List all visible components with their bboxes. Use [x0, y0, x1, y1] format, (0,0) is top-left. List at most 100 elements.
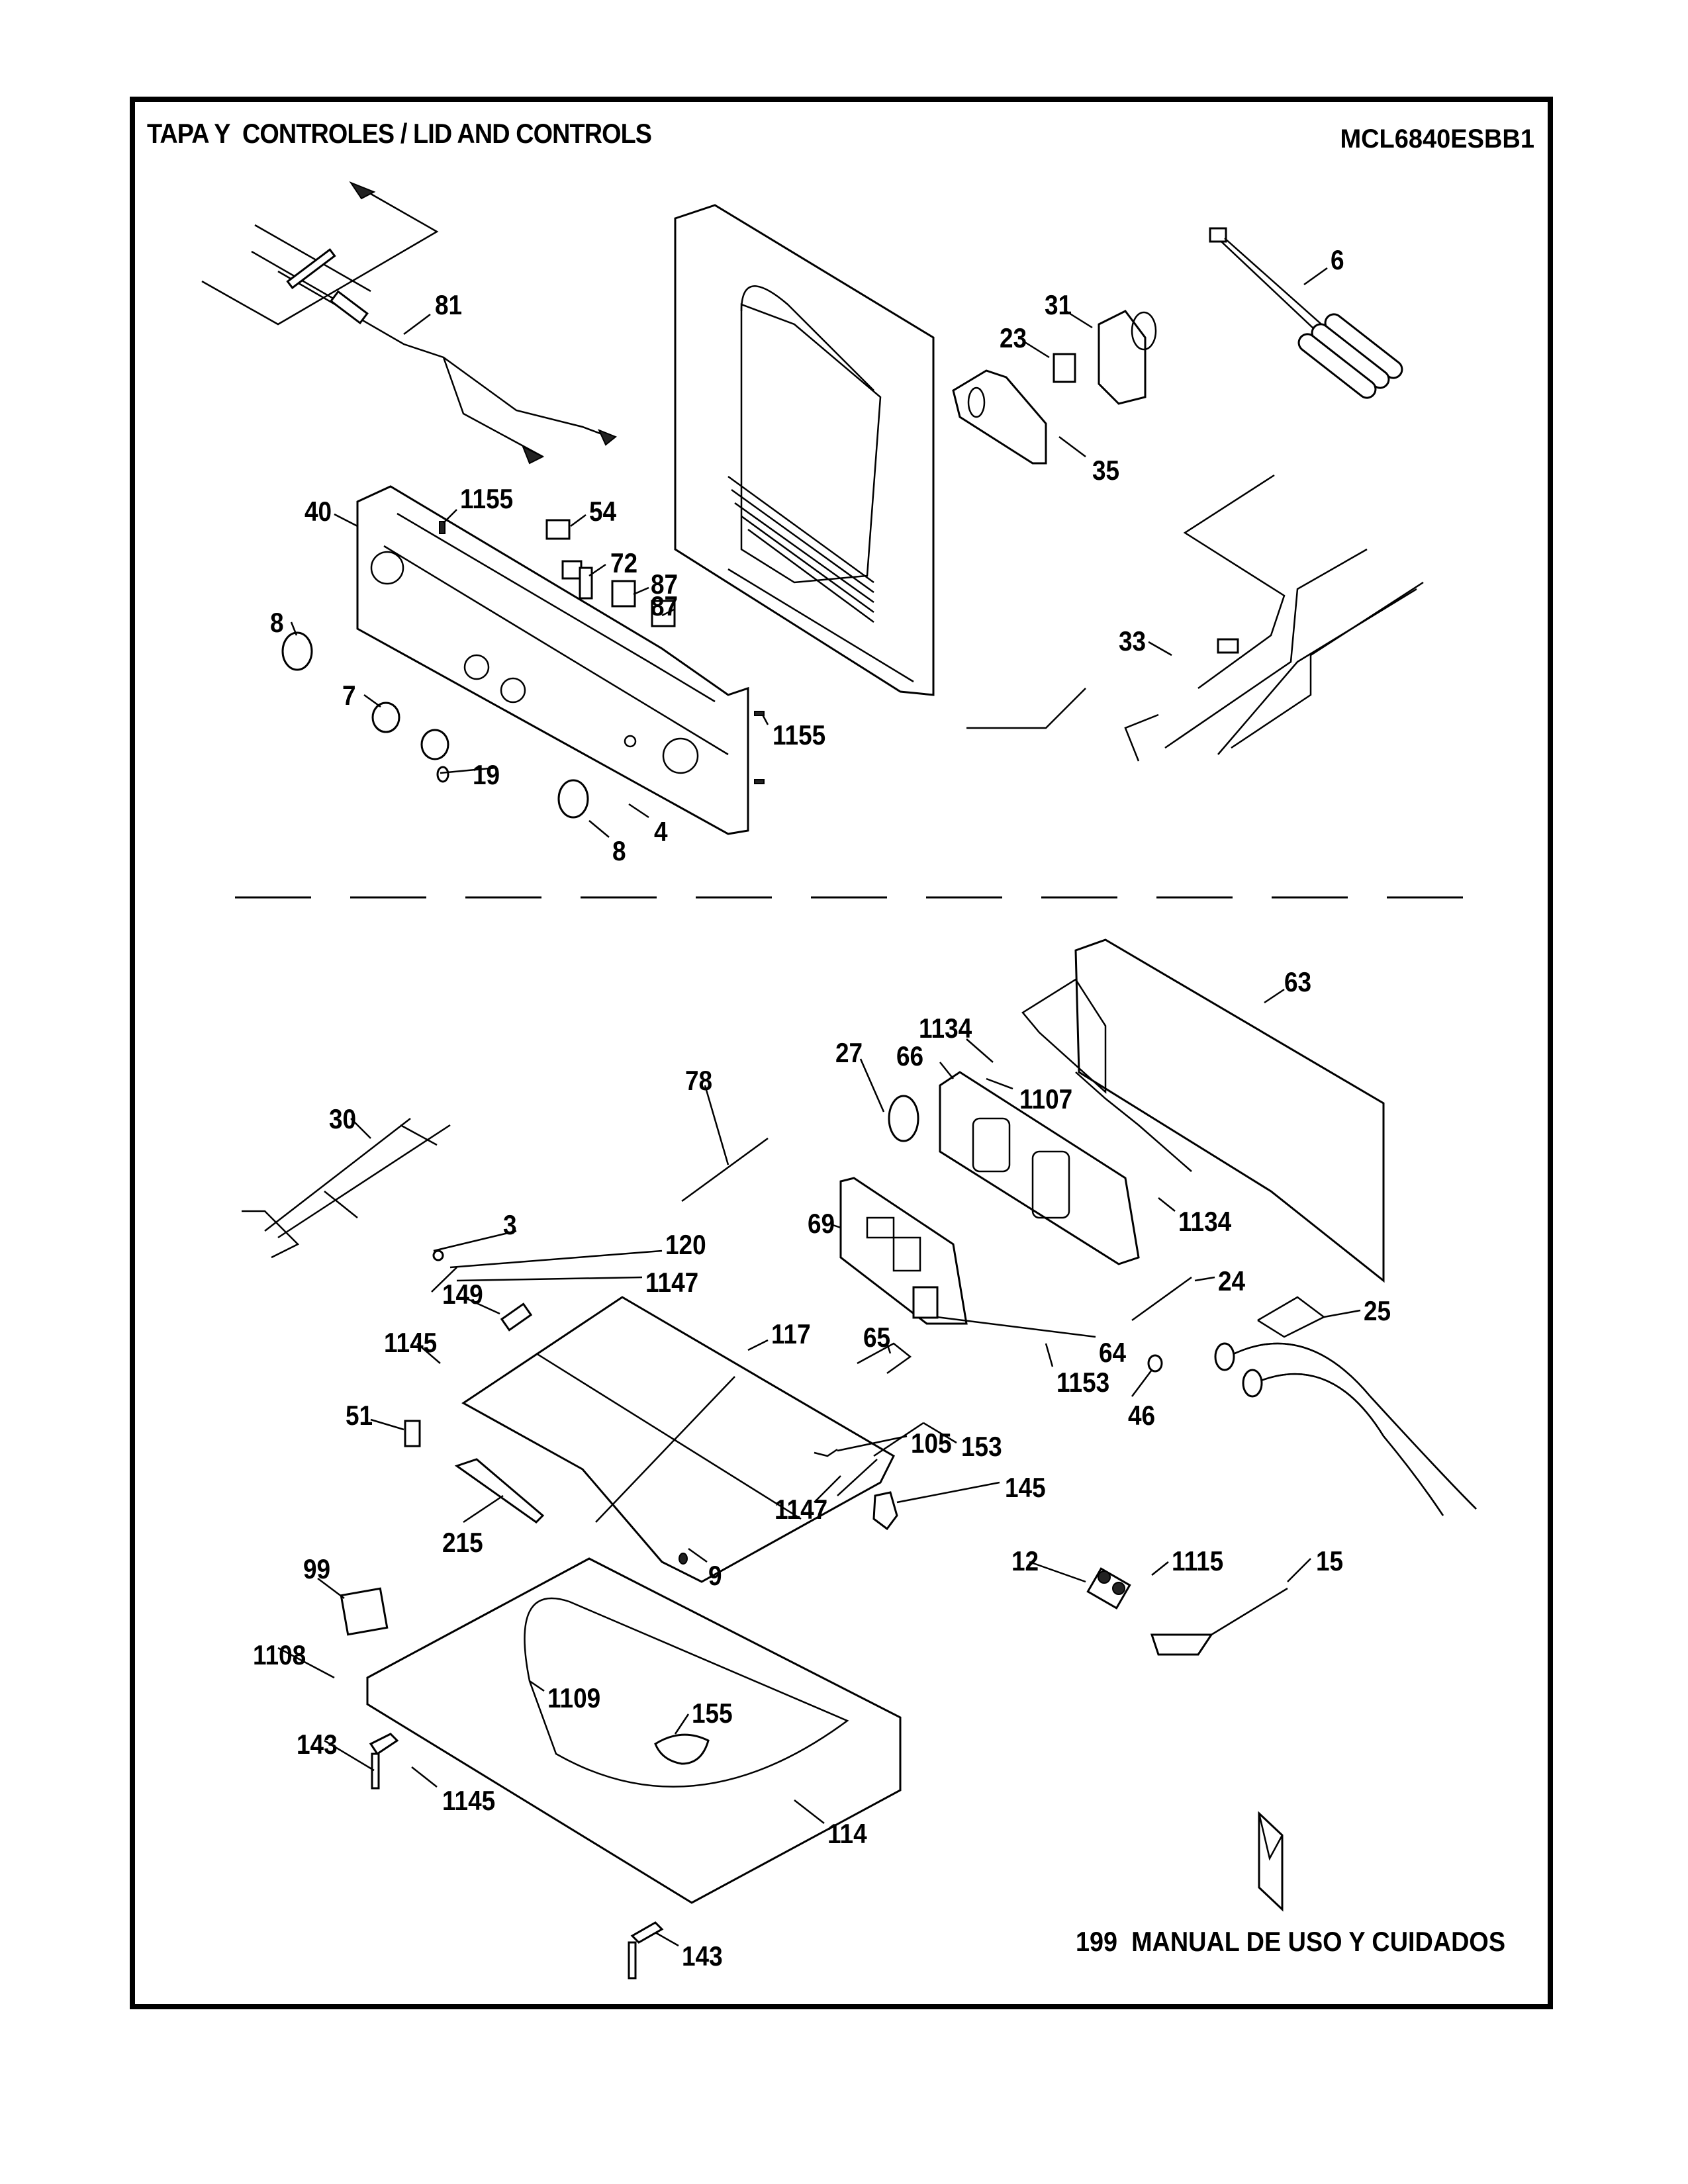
callout-3: 3	[503, 1209, 517, 1240]
callout-155: 155	[692, 1698, 733, 1729]
callout-40: 40	[305, 496, 332, 527]
callout-1108: 1108	[253, 1639, 306, 1670]
actuator-120	[431, 1267, 457, 1293]
callout-105: 105	[911, 1428, 952, 1459]
leader-33	[1148, 641, 1172, 657]
wire-harness-30	[242, 1118, 451, 1259]
leader-31	[1065, 310, 1093, 329]
leader-1108	[277, 1647, 335, 1679]
callout-1145: 1145	[384, 1327, 438, 1358]
inlet-hoses-25	[1214, 1296, 1477, 1516]
top-cover-114	[366, 1557, 902, 1904]
leader-65	[886, 1343, 892, 1354]
manual-199	[1258, 1811, 1284, 1912]
leader-9	[688, 1547, 708, 1563]
callout-7: 7	[342, 680, 356, 711]
sensor-24	[1131, 1276, 1192, 1322]
leader-87	[661, 608, 676, 617]
leader-1147	[456, 1276, 643, 1282]
callout-6: 6	[1331, 244, 1344, 275]
callout-23: 23	[1000, 322, 1027, 353]
model-number: MCL6840ESBB1	[1340, 124, 1534, 154]
leader-54	[570, 514, 586, 527]
callout-19: 19	[473, 759, 500, 790]
callout-149: 149	[442, 1279, 483, 1310]
callout-31: 31	[1045, 289, 1072, 320]
leader-1145	[411, 1766, 438, 1788]
switch-54	[545, 519, 571, 540]
screw-1155-top	[439, 521, 445, 534]
leader-lines	[277, 267, 1361, 1947]
callout-143: 143	[682, 1940, 723, 1972]
callout-1115: 1115	[1172, 1545, 1224, 1576]
callout-1147: 1147	[774, 1494, 828, 1525]
leader-23	[1022, 340, 1050, 359]
hinge-pin-105	[814, 1448, 838, 1457]
callout-99: 99	[303, 1553, 331, 1584]
lid-handle-215	[454, 1458, 545, 1524]
callout-87: 87	[651, 590, 679, 621]
button-19	[436, 766, 449, 783]
control-panel-40	[356, 485, 749, 835]
switch-23	[1053, 353, 1076, 383]
callout-87: 87	[651, 569, 679, 600]
page-border	[130, 97, 1553, 2009]
callout-72: 72	[610, 547, 638, 578]
callout-30: 30	[329, 1103, 357, 1134]
leader-78	[704, 1085, 729, 1165]
callout-1145: 1145	[442, 1785, 496, 1816]
bracket-box-63	[1021, 938, 1385, 1283]
switch-72	[561, 560, 593, 600]
callout-1107: 1107	[1019, 1083, 1073, 1115]
leader-105	[837, 1435, 908, 1452]
leader-1155	[761, 714, 769, 725]
hose-78	[681, 1137, 769, 1203]
leader-15	[1287, 1558, 1311, 1582]
leader-1109	[529, 1680, 545, 1692]
callout-8: 8	[270, 607, 284, 638]
diagram-title: TAPA Y CONTROLES / LID AND CONTROLS	[147, 118, 652, 149]
spring-153	[837, 1422, 924, 1496]
leader-6	[1303, 267, 1328, 286]
knob-8-left	[281, 631, 313, 671]
bracket-35	[952, 369, 1047, 465]
screw-1155-right	[754, 711, 765, 784]
leader-24	[1194, 1276, 1215, 1282]
lid-stop-51	[404, 1420, 421, 1447]
callout-27: 27	[835, 1037, 863, 1068]
switch-87-a	[611, 580, 636, 608]
leader-117	[747, 1339, 769, 1351]
manual-note: 199 MANUAL DE USO Y CUIDADOS	[1076, 1926, 1506, 1957]
callout-33: 33	[1119, 625, 1147, 657]
callout-1147: 1147	[645, 1267, 699, 1298]
fill-nozzle-15	[1150, 1587, 1288, 1656]
leader-40	[334, 513, 358, 527]
pressure-switch-27	[888, 1095, 919, 1142]
board-holder-66	[939, 1071, 1140, 1265]
callout-25: 25	[1364, 1295, 1391, 1326]
leader-1107	[986, 1077, 1013, 1090]
knob-7-a	[371, 702, 400, 733]
callout-4: 4	[654, 816, 668, 847]
leader-3	[433, 1230, 517, 1252]
leader-8	[290, 621, 298, 636]
water-valve-12	[1086, 1567, 1131, 1610]
control-board-69	[839, 1177, 968, 1325]
lid-switch-99	[340, 1587, 389, 1636]
callout-1134: 1134	[1178, 1206, 1232, 1237]
callout-117: 117	[771, 1318, 811, 1349]
knob-8-right	[557, 779, 589, 819]
knob-7-b	[420, 729, 449, 760]
leader-63	[1264, 988, 1285, 1004]
leader-155	[674, 1713, 690, 1735]
leader-1155	[443, 509, 457, 523]
leader-25	[1323, 1309, 1361, 1318]
wire-harness-65	[857, 1342, 912, 1375]
callout-46: 46	[1128, 1400, 1156, 1431]
callout-145: 145	[1005, 1472, 1046, 1503]
callout-12: 12	[1011, 1545, 1039, 1576]
leader-46	[1131, 1369, 1152, 1397]
callout-1109: 1109	[547, 1682, 601, 1713]
callout-51: 51	[346, 1400, 373, 1431]
